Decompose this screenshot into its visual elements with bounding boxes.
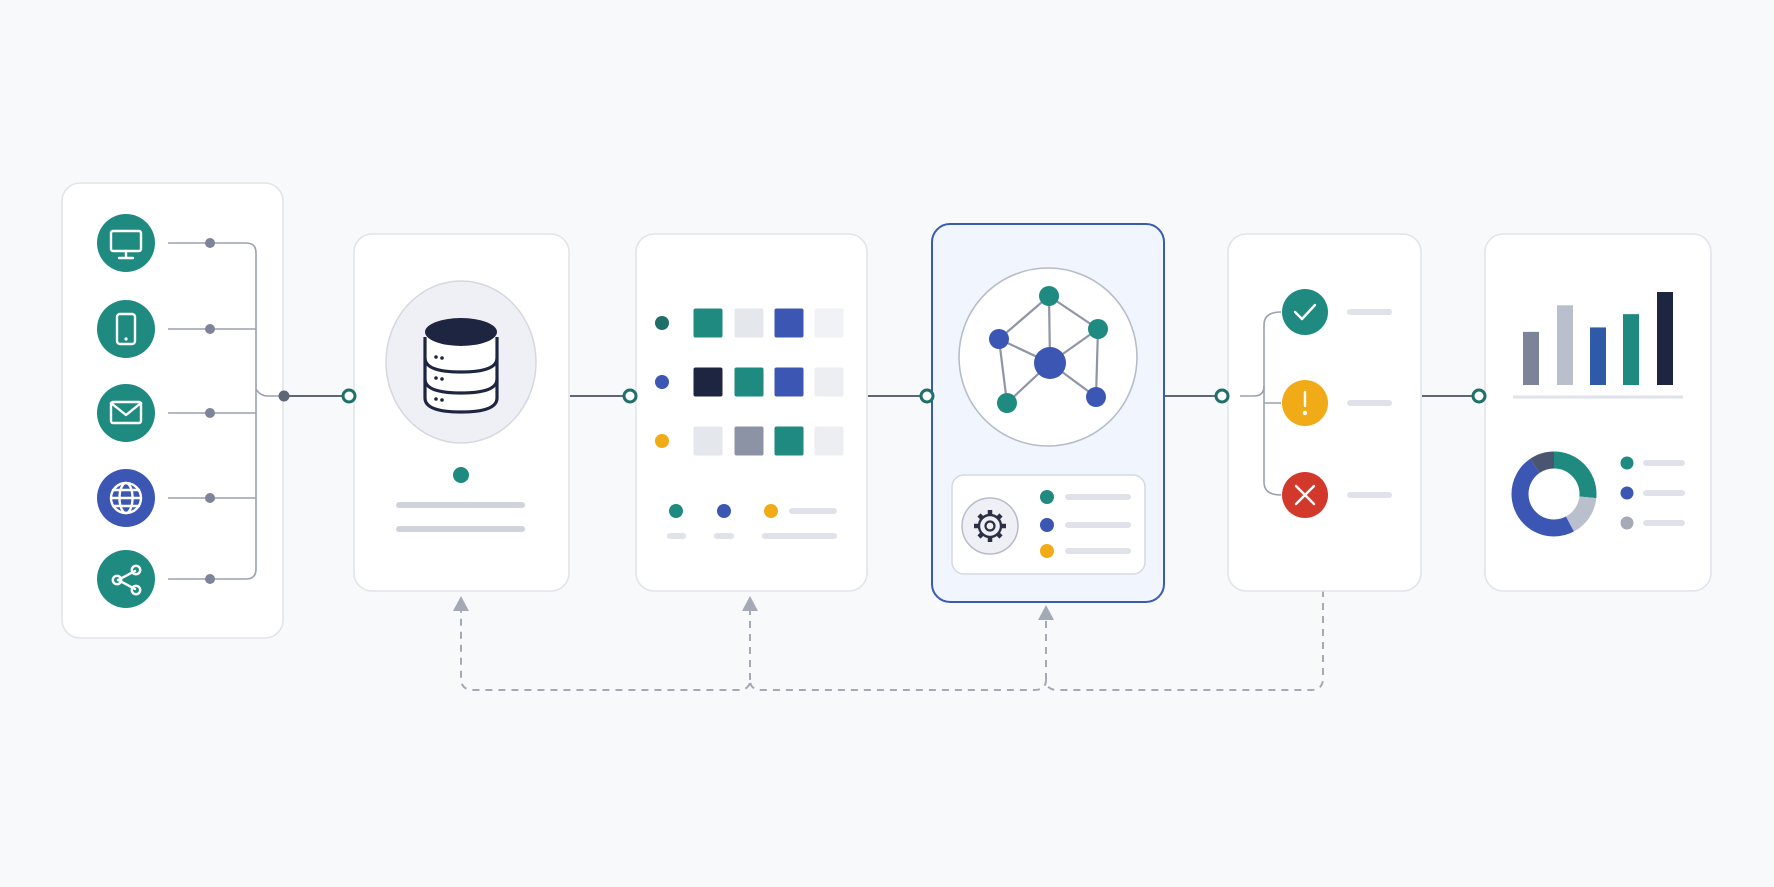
status-error[interactable]	[1282, 472, 1328, 518]
analytics-legend-dot	[1620, 486, 1634, 500]
transform-grid	[655, 308, 844, 456]
validation-card[interactable]	[1227, 233, 1422, 592]
transform-card[interactable]	[635, 233, 868, 592]
bar-chart-bar	[1523, 331, 1539, 385]
feedback-path	[460, 590, 1324, 691]
status-warning[interactable]	[1282, 380, 1328, 426]
transform-legend-dot	[717, 504, 731, 518]
source-junction-dots	[205, 238, 215, 584]
source-desktop[interactable]	[97, 214, 155, 272]
storage-card[interactable]	[353, 233, 570, 592]
sources-card[interactable]	[61, 182, 290, 639]
feedback-arrow-storage	[453, 596, 469, 611]
source-social[interactable]	[97, 550, 155, 608]
model-legend	[1040, 490, 1054, 558]
status-labels	[1347, 309, 1392, 498]
transform-grid-cell	[814, 308, 844, 338]
transform-legend	[669, 504, 778, 518]
gear-icon	[974, 510, 1006, 542]
bar-chart-bar	[1623, 314, 1639, 385]
model-legend-dot	[1040, 544, 1054, 558]
donut-hole	[1529, 469, 1579, 519]
smartphone-icon	[115, 312, 137, 346]
donut-slice	[1511, 451, 1597, 537]
transform-row-dot	[655, 434, 669, 448]
port-analytics-in[interactable]	[1471, 388, 1487, 404]
donut-slice	[1511, 451, 1597, 537]
transform-grid-cell	[693, 308, 723, 338]
share-icon	[111, 564, 142, 596]
analytics-legend-dot	[1620, 456, 1634, 470]
port-transform-in[interactable]	[622, 388, 638, 404]
model-legend-dot	[1040, 490, 1054, 504]
analytics-legend	[1620, 456, 1634, 530]
transform-grid-cell	[814, 426, 844, 456]
transform-legend-dot	[669, 504, 683, 518]
bar-chart-bar	[1657, 292, 1673, 385]
source-mobile[interactable]	[97, 300, 155, 358]
model-card[interactable]	[931, 223, 1165, 603]
analytics-donut-chart	[1511, 451, 1597, 537]
transform-grid-cell	[693, 426, 723, 456]
port-validation-in[interactable]	[1214, 388, 1230, 404]
globe-icon	[109, 481, 143, 515]
source-web[interactable]	[97, 469, 155, 527]
status-success[interactable]	[1282, 289, 1328, 335]
monitor-icon	[109, 229, 143, 260]
analytics-card[interactable]	[1484, 233, 1712, 592]
port-model-in[interactable]	[919, 388, 935, 404]
transform-legend-dot	[764, 504, 778, 518]
analytics-legend-lines	[1643, 460, 1685, 526]
transform-grid-cell	[774, 426, 804, 456]
transform-grid-cell	[774, 308, 804, 338]
database-icon	[423, 318, 499, 414]
validation-branch-lines	[1240, 311, 1282, 496]
mail-icon	[109, 400, 143, 425]
check-icon	[1293, 303, 1317, 321]
bar-chart-bar	[1557, 305, 1573, 385]
analytics-legend-dot	[1620, 516, 1634, 530]
error-icon	[1294, 484, 1316, 506]
feedback-arrow-model	[1038, 605, 1054, 620]
transform-grid-cell	[814, 367, 844, 397]
model-legend-dot	[1040, 518, 1054, 532]
sources-card-frame	[61, 182, 284, 639]
sources-branch-lines	[168, 242, 290, 580]
ports	[341, 388, 1487, 404]
network-graph-icon	[989, 286, 1108, 413]
model-legend-lines	[1065, 494, 1131, 554]
port-storage-in[interactable]	[341, 388, 357, 404]
analytics-bar-chart	[1523, 292, 1673, 385]
analytics-card-frame	[1484, 233, 1712, 592]
bar-chart-bar	[1590, 327, 1606, 385]
transform-grid-cell	[734, 367, 764, 397]
transform-row-dot	[655, 375, 669, 389]
model-settings-button[interactable]	[961, 497, 1019, 555]
transform-grid-cell	[734, 426, 764, 456]
feedback-arrow-transform	[742, 596, 758, 611]
storage-status-dot	[453, 467, 469, 483]
source-email[interactable]	[97, 384, 155, 442]
transform-grid-cell	[734, 308, 764, 338]
warning-icon	[1302, 390, 1308, 416]
transform-grid-cell	[693, 367, 723, 397]
transform-grid-cell	[774, 367, 804, 397]
feedback-loop	[453, 590, 1324, 691]
transform-legend-lines	[667, 508, 837, 539]
transform-row-dot	[655, 316, 669, 330]
